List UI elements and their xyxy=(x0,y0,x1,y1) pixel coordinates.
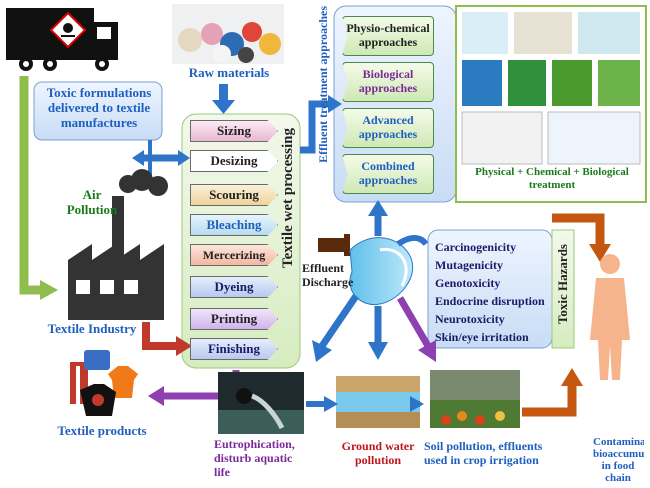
step-sizing: Sizing xyxy=(190,120,278,142)
red-arrow xyxy=(142,322,178,350)
step-dyeing: Dyeing xyxy=(190,276,278,298)
food-chain-label: Contaminants bioaccumulation in food cha… xyxy=(593,435,644,484)
toxic-formulation-box xyxy=(33,81,163,141)
arrow-ground-to-soil xyxy=(410,396,424,412)
textile-industry-label: Textile Industry xyxy=(47,321,137,336)
wet-processing-box xyxy=(181,113,301,369)
blue-arrow-to-treatment xyxy=(300,100,330,154)
human-body-icon xyxy=(590,254,630,380)
truck-icon xyxy=(6,8,118,71)
combined-caption: Physical + Chemical + Biological treatme… xyxy=(475,166,629,191)
clothes-icon xyxy=(70,350,138,416)
toxic-hazards-label: Toxic Hazards xyxy=(555,244,570,325)
green-arrowhead xyxy=(40,280,58,300)
discharge-pipe-icon xyxy=(318,234,350,256)
step-desizing: Desizing xyxy=(190,150,278,172)
soil-pollution-label: Soil pollution, effluents used in crop i… xyxy=(424,439,543,467)
step-finishing: Finishing xyxy=(190,338,278,360)
water-splash-icon xyxy=(349,237,414,306)
effluent-treatment-title: Effluent treatment approaches xyxy=(316,6,330,163)
toxic-formulation-label: Toxic formulations delivered to textile … xyxy=(46,85,152,130)
effluent-discharge-label: Effluent Discharge xyxy=(302,261,354,289)
raw-materials-arrow xyxy=(212,100,235,114)
hazard-genotoxicity: Genotoxicity xyxy=(435,276,501,290)
arrow-eutro-to-ground xyxy=(324,396,338,412)
approach-physio-chemical: Physio-chemical approaches xyxy=(342,16,434,56)
step-scouring: Scouring xyxy=(190,184,278,206)
hazard-mutagenicity: Mutagenicity xyxy=(435,258,503,272)
purple-arrow-soil xyxy=(396,296,432,348)
step-bleaching: Bleaching xyxy=(190,214,278,236)
groundwater-label: Ground water pollution xyxy=(341,439,415,467)
green-arrow xyxy=(19,76,40,295)
hazard-neurotoxicity: Neurotoxicity xyxy=(435,312,505,326)
step-mercerizing: Mercerizing xyxy=(190,244,278,266)
step-printing: Printing xyxy=(190,308,278,330)
toxic-hazards-label-box xyxy=(551,229,575,349)
orange-arrow-food xyxy=(552,213,605,246)
approach-advanced: Advanced approaches xyxy=(342,108,434,148)
soil-pollution-image xyxy=(430,370,520,428)
orange-arrow-soil-food xyxy=(522,384,577,417)
hazard-skin-eye-irritation: Skin/eye irritation xyxy=(435,330,529,344)
hazard-endocrine-disruption: Endocrine disruption xyxy=(435,294,545,308)
approach-biological: Biological approaches xyxy=(342,62,434,102)
factory-icon xyxy=(68,169,168,320)
treatment-photos xyxy=(461,12,641,165)
raw-materials-image xyxy=(172,4,284,64)
eutrophication-image xyxy=(218,372,304,434)
textile-products-label: Textile products xyxy=(57,423,147,438)
raw-materials-label: Raw materials xyxy=(188,65,270,80)
air-pollution-label: Air Pollution xyxy=(66,187,118,217)
approach-combined: Combined approaches xyxy=(342,154,434,194)
food-chain-label-wrap: Contaminants bioaccumulation in food cha… xyxy=(592,384,644,484)
wet-processing-title: Textile wet processing xyxy=(280,128,296,268)
eutrophication-label: Eutrophication, disturb aquatic life xyxy=(214,437,295,479)
blue-arrow-eutrophication xyxy=(319,294,359,348)
hazard-carcinogenicity: Carcinogenicity xyxy=(435,240,517,254)
groundwater-image xyxy=(336,376,420,428)
